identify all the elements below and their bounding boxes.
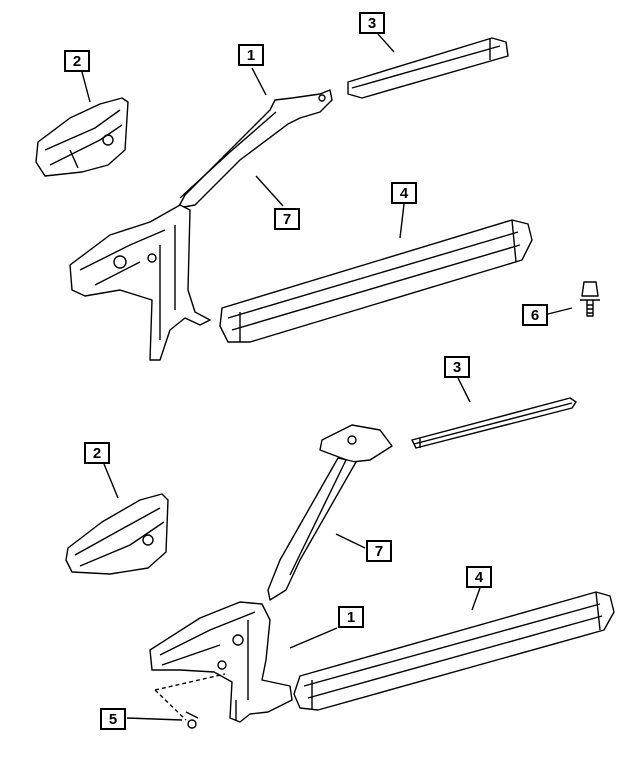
callout-bottom-5: 5 [100,708,126,730]
bottom-part-2-bracket [65,493,169,575]
leader-bottom-3 [457,377,471,403]
callout-bottom-4: 4 [466,566,492,588]
leader-bottom-7 [335,533,366,549]
bottom-part-4-sill [293,591,615,711]
callout-top-6: 6 [522,304,548,326]
leader-top-2 [81,71,91,103]
leader-bottom-5 [126,717,183,721]
top-part-3-strip [347,37,509,99]
top-part-6-bolt [580,281,600,317]
top-part-4-sill [219,219,533,343]
callout-top-1: 1 [238,44,264,66]
bottom-part-3-strip [411,397,577,449]
callout-top-2: 2 [64,50,90,72]
leader-top-1 [251,67,267,96]
top-part-1-pillar [69,89,333,361]
leader-top-3 [377,33,395,53]
leader-top-7 [255,175,284,207]
callout-bottom-3: 3 [444,356,470,378]
callout-bottom-1: 1 [338,606,364,628]
leader-bottom-1 [289,627,338,649]
callout-bottom-7: 7 [366,540,392,562]
bottom-part-1-structure [149,601,293,723]
leader-top-4 [399,203,405,239]
leader-top-6 [547,307,573,315]
leader-bottom-2 [103,463,119,499]
callout-top-4: 4 [391,182,417,204]
callout-top-3: 3 [359,12,385,34]
leader-bottom-4 [471,587,481,611]
top-part-2-bracket [35,97,129,177]
bottom-part-5-screw [185,711,199,729]
callout-top-7: 7 [274,208,300,230]
bottom-part-7-pillar [267,424,393,601]
callout-bottom-2: 2 [84,442,110,464]
